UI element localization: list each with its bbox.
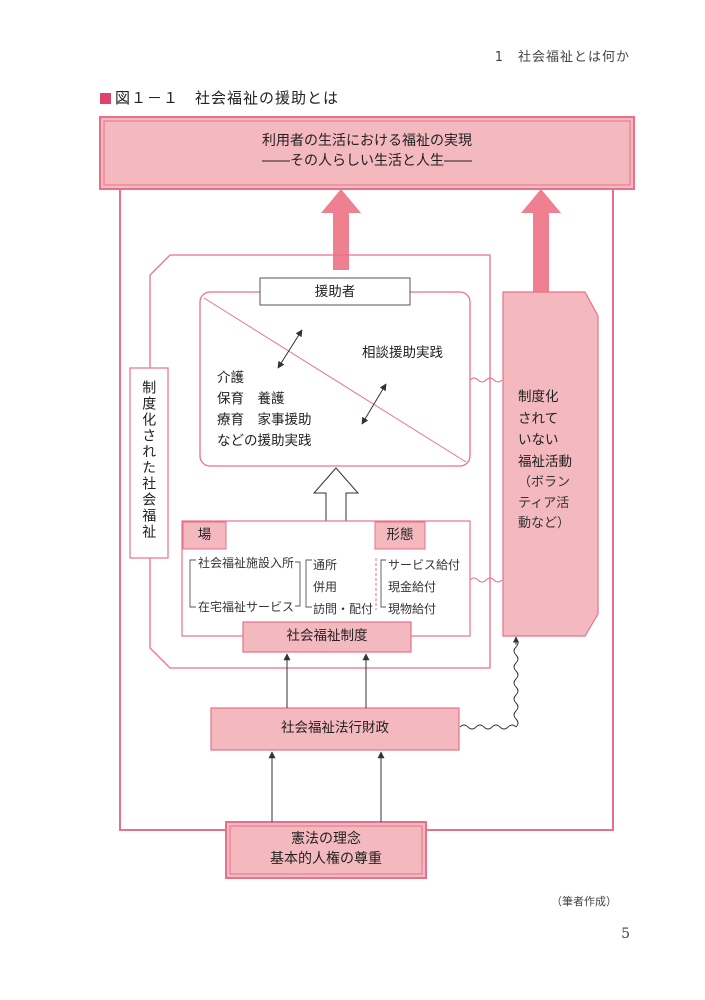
form-item: 現金給付 bbox=[388, 580, 437, 594]
institutional-welfare-label: 制度化された社会福祉 bbox=[140, 380, 157, 540]
non-institutional-line: （ボラン bbox=[518, 475, 571, 491]
constitution-box bbox=[225, 821, 427, 879]
page-header: 1 社会福祉とは何か bbox=[494, 50, 630, 65]
figure-title: 図１－１ 社会福祉の援助とは bbox=[100, 87, 339, 108]
wave-finance-horizontal bbox=[459, 724, 517, 730]
place-option: 通所 bbox=[313, 558, 338, 572]
top-goal-box bbox=[99, 116, 635, 190]
wave-finance-vertical bbox=[513, 638, 519, 728]
helper-label: 援助者 bbox=[314, 284, 356, 300]
title-marker bbox=[100, 93, 111, 104]
goal-arrow-left bbox=[321, 189, 361, 270]
wave-connector-practice bbox=[469, 377, 503, 383]
form-items: サービス給付 現金給付 現物給付 bbox=[388, 554, 460, 620]
system-box bbox=[242, 621, 412, 653]
care-practice-item: 介護 bbox=[217, 370, 244, 386]
care-practice-item: などの援助実践 bbox=[217, 432, 312, 449]
goal-arrow-right bbox=[521, 189, 561, 292]
care-double-arrow bbox=[277, 329, 303, 369]
non-institutional-box bbox=[502, 291, 599, 637]
page-number: 5 bbox=[621, 926, 630, 942]
non-institutional-line: ティア活 bbox=[518, 495, 570, 511]
form-label: 形態 bbox=[386, 527, 414, 543]
form-item: 現物給付 bbox=[388, 602, 437, 616]
institutional-welfare-frame bbox=[149, 254, 491, 669]
non-institutional-line: 制度化 bbox=[518, 389, 559, 405]
place-facility: 社会福祉施設入所 bbox=[198, 556, 295, 570]
care-practice-item: 療育 家事援助 bbox=[217, 411, 312, 428]
consultation-label: 相談援助実践 bbox=[362, 345, 443, 361]
top-goal-line2: ――その人らしい生活と人生―― bbox=[262, 153, 472, 170]
top-goal-text: 利用者の生活における福祉の実現 ――その人らしい生活と人生―― bbox=[100, 131, 634, 172]
wave-connector-form bbox=[469, 577, 503, 583]
place-home: 在宅福祉サービス bbox=[198, 600, 295, 614]
form-label-box bbox=[374, 521, 426, 550]
non-institutional-text: 制度化 されて いない 福祉活動 （ボラン ティア活 動など） bbox=[518, 387, 572, 534]
top-goal-inner-frame bbox=[103, 120, 631, 186]
top-goal-line1: 利用者の生活における福祉の実現 bbox=[262, 133, 472, 149]
non-institutional-line: 福祉活動 bbox=[518, 453, 572, 470]
figure-title-text: 図１－１ 社会福祉の援助とは bbox=[115, 89, 340, 107]
place-options: 通所 併用 訪問・配付 bbox=[313, 554, 373, 620]
non-institutional-line: されて bbox=[518, 410, 559, 427]
form-bracket bbox=[380, 559, 386, 608]
system-label: 社会福祉制度 bbox=[286, 628, 368, 644]
constitution-line2: 基本的人権の尊重 bbox=[270, 851, 382, 868]
law-finance-label: 社会福祉法行財政 bbox=[281, 720, 389, 736]
source-note: （筆者作成） bbox=[551, 895, 617, 908]
place-label-box bbox=[182, 521, 227, 550]
constitution-text: 憲法の理念 基本的人権の尊重 bbox=[226, 829, 426, 870]
place-option: 訪問・配付 bbox=[313, 602, 374, 616]
place-bracket bbox=[189, 559, 196, 608]
practice-diagonal bbox=[203, 297, 467, 463]
place-label: 場 bbox=[197, 527, 212, 543]
facility-bracket bbox=[295, 561, 301, 607]
helper-box bbox=[259, 277, 411, 306]
constitution-inner-frame bbox=[229, 825, 423, 875]
form-item: サービス給付 bbox=[388, 558, 461, 572]
non-institutional-line: いない bbox=[518, 432, 559, 449]
constitution-line1: 憲法の理念 bbox=[291, 831, 361, 847]
consult-double-arrow bbox=[361, 383, 387, 425]
hollow-up-arrow bbox=[312, 467, 360, 523]
options-bracket bbox=[305, 559, 312, 608]
institutional-label-box bbox=[129, 367, 169, 559]
care-practice-item: 保育 養護 bbox=[217, 390, 285, 407]
care-practice-list: 介護 保育 養護 療育 家事援助 などの援助実践 bbox=[217, 368, 312, 452]
law-finance-box bbox=[210, 707, 460, 751]
place-option: 併用 bbox=[313, 580, 338, 594]
non-institutional-line: 動など） bbox=[518, 515, 571, 531]
